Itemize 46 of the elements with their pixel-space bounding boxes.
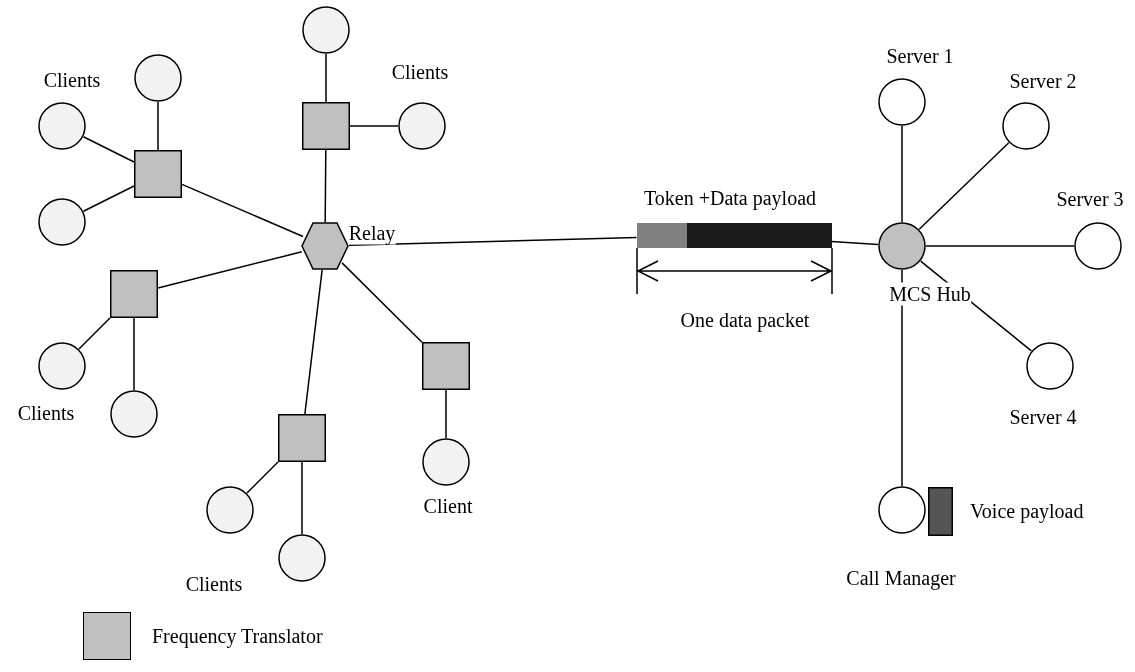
- connector-line: [78, 317, 111, 350]
- translator-square: [134, 150, 182, 198]
- data-packet-bar: [636, 222, 832, 248]
- node-circle: [1026, 342, 1074, 390]
- node-circle: [1002, 102, 1050, 150]
- node-circle: [422, 438, 470, 486]
- connector-line: [82, 185, 135, 212]
- connector-line: [181, 183, 304, 238]
- node-circle: [38, 198, 86, 246]
- node-circle: [134, 54, 182, 102]
- connector-line: [246, 461, 279, 494]
- connector-line: [133, 317, 135, 391]
- node-circle: [878, 222, 926, 270]
- connector-line: [925, 245, 1075, 247]
- voice-payload-block: [927, 486, 953, 536]
- connector-line: [324, 149, 327, 223]
- node-circle: [398, 102, 446, 150]
- node-circle: [206, 486, 254, 534]
- connector-line: [901, 125, 903, 223]
- node-circle: [38, 102, 86, 150]
- node-circle: [1074, 222, 1122, 270]
- connector-line: [901, 269, 903, 487]
- translator-square: [110, 270, 158, 318]
- connector-line: [304, 269, 323, 415]
- node-circle: [878, 486, 926, 534]
- node-label: MCS Hub: [889, 282, 971, 306]
- connector-line: [157, 101, 159, 151]
- connector-line: [325, 53, 327, 103]
- node-circle: [878, 78, 926, 126]
- translator-square: [278, 414, 326, 462]
- node-circle: [110, 390, 158, 438]
- connector-line: [918, 141, 1010, 231]
- connector-line: [157, 251, 303, 289]
- translator-square: [302, 102, 350, 150]
- connector-line: [301, 461, 303, 535]
- connector-line: [349, 125, 399, 127]
- connector-line: [82, 136, 135, 163]
- connector-line: [830, 240, 879, 246]
- relay-hexagon: [301, 222, 349, 270]
- node-circle: [302, 6, 350, 54]
- connector-line: [348, 236, 638, 247]
- translator-square: [422, 342, 470, 390]
- node-circle: [38, 342, 86, 390]
- connector-line: [445, 389, 447, 439]
- node-circle: [278, 534, 326, 582]
- connector-line: [341, 262, 423, 343]
